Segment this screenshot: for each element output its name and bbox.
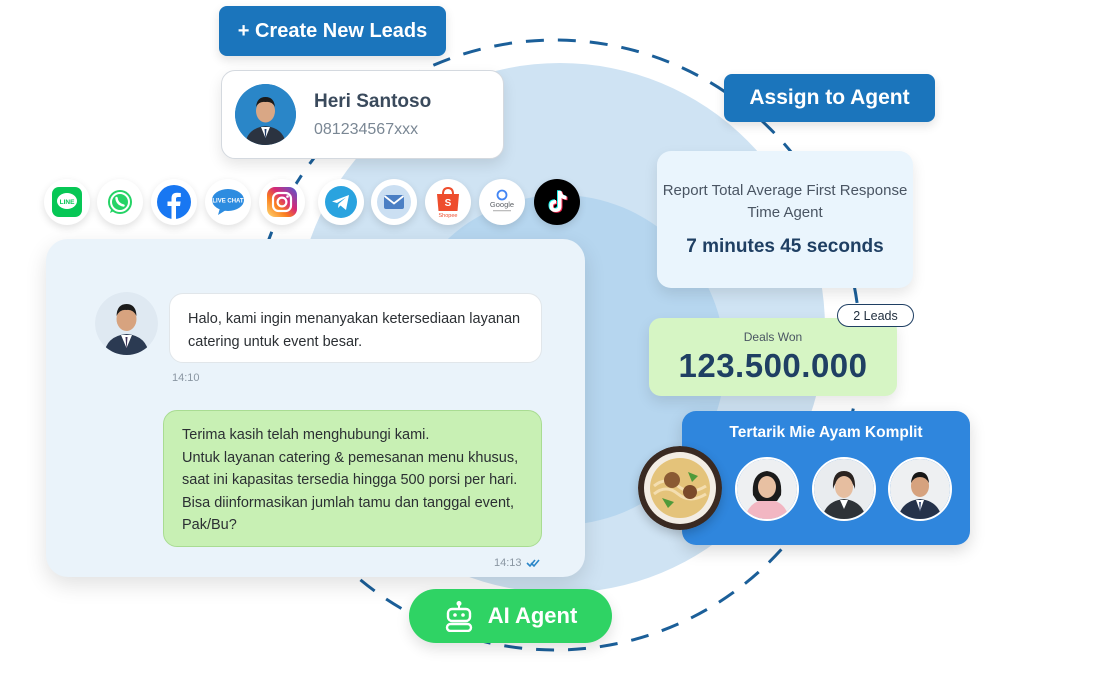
google-reviews-label: Google (490, 200, 514, 209)
lead-avatar (235, 84, 296, 145)
telegram-icon[interactable] (318, 179, 364, 225)
robot-icon (445, 601, 472, 632)
live-chat-label: LIVE CHAT (212, 199, 244, 205)
lead-name: Heri Santoso (314, 90, 432, 112)
deals-label: Deals Won (743, 330, 803, 344)
lead-phone: 081234567xxx (314, 120, 419, 138)
create-new-leads-button[interactable]: + Create New Leads (219, 6, 446, 56)
shopee-icon[interactable]: S Shopee (425, 179, 471, 225)
outgoing-message-meta: 14:13 (494, 557, 540, 569)
double-check-icon (525, 559, 540, 568)
lead-card[interactable]: Heri Santoso 081234567xxx (221, 70, 504, 159)
live-chat-icon[interactable]: LIVE CHAT (205, 179, 251, 225)
incoming-message-time: 14:10 (172, 372, 200, 384)
agent-avatar-2[interactable] (812, 457, 876, 521)
ai-agent-button[interactable]: AI Agent (409, 589, 612, 643)
incoming-message: Halo, kami ingin menanyakan ketersediaan… (169, 293, 542, 363)
response-time-report-card: Report Total Average First Response Time… (657, 151, 913, 288)
whatsapp-icon[interactable] (97, 179, 143, 225)
agent-avatar-1[interactable] (735, 457, 799, 521)
customer-avatar (95, 292, 158, 355)
ai-agent-label: AI Agent (487, 603, 578, 628)
interest-card: Tertarik Mie Ayam Komplit (682, 411, 970, 545)
agent-avatar-3[interactable] (888, 457, 952, 521)
interest-title: Tertarik Mie Ayam Komplit (729, 424, 923, 441)
shopee-label: Shopee (439, 213, 458, 219)
outgoing-message: Terima kasih telah menghubungi kami. Unt… (163, 410, 542, 547)
facebook-icon[interactable] (151, 179, 197, 225)
instagram-icon[interactable] (259, 179, 305, 225)
line-icon[interactable]: LINE (44, 179, 90, 225)
report-value: 7 minutes 45 seconds (686, 236, 884, 257)
tiktok-icon[interactable] (534, 179, 580, 225)
email-icon[interactable] (371, 179, 417, 225)
svg-text:S: S (445, 198, 452, 209)
chat-panel: Halo, kami ingin menanyakan ketersediaan… (46, 239, 585, 577)
report-title: Report Total Average First Response Time… (662, 182, 908, 221)
deals-won-card: Deals Won 123.500.000 (649, 318, 897, 396)
deals-value: 123.500.000 (678, 347, 868, 384)
google-reviews-icon[interactable]: Google (479, 179, 525, 225)
assign-to-agent-button[interactable]: Assign to Agent (724, 74, 935, 122)
outgoing-message-time: 14:13 (494, 557, 522, 569)
leads-count-badge: 2 Leads (837, 304, 914, 327)
mie-ayam-product-image[interactable] (638, 446, 722, 530)
line-label: LINE (60, 199, 75, 206)
